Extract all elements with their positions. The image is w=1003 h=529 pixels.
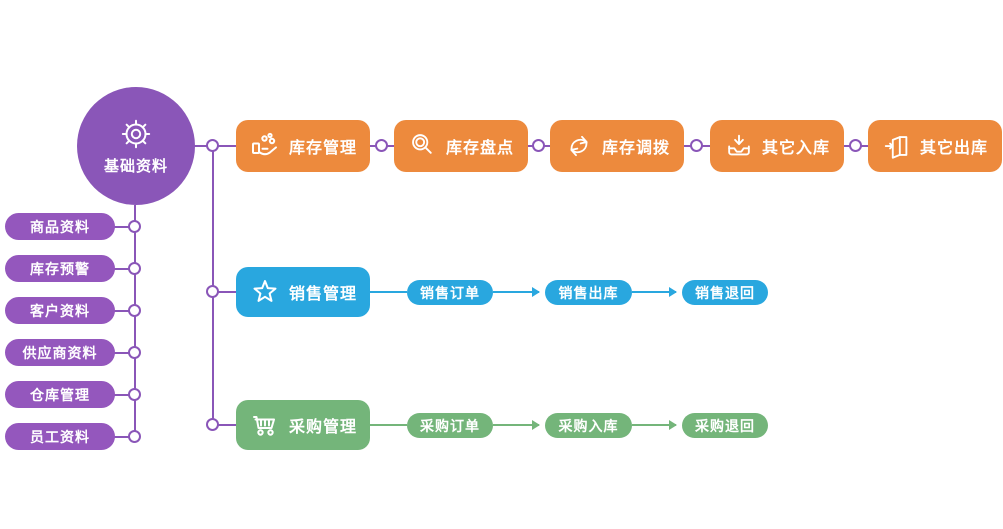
connector-line: [213, 291, 236, 293]
node-sales-outbound: 销售出库: [545, 280, 632, 305]
connector-node: [128, 304, 141, 317]
node-label: 库存调拨: [601, 140, 670, 157]
left-spine-line: [134, 205, 136, 438]
connector-node: [128, 220, 141, 233]
flow-line: [370, 424, 407, 426]
node-stock-count: 库存盘点: [394, 120, 528, 172]
cart-icon: [249, 409, 281, 441]
connector-node: [128, 388, 141, 401]
connector-node: [206, 418, 219, 431]
connector-node: [206, 139, 219, 152]
node-sales-order: 销售订单: [407, 280, 493, 305]
connector-line: [213, 424, 236, 426]
magnifier-icon: [408, 131, 438, 161]
inbox-in-icon: [724, 131, 754, 161]
connector-node: [128, 262, 141, 275]
node-label: 库存管理: [288, 140, 357, 157]
left-item-warehouse-mgmt: 仓库管理: [5, 381, 115, 408]
root-node-basic-data: 基础资料: [77, 87, 195, 205]
flow-arrow: [632, 420, 677, 430]
transfer-arrows-icon: [564, 131, 594, 161]
left-item-employee-data: 员工资料: [5, 423, 115, 450]
connector-line: [112, 268, 134, 270]
connector-node: [375, 139, 388, 152]
node-label: 采购管理: [288, 419, 357, 436]
root-node-label: 基础资料: [103, 158, 168, 175]
left-item-customer-data: 客户资料: [5, 297, 115, 324]
flow-arrow: [632, 287, 677, 297]
node-purchase-order: 采购订单: [407, 413, 493, 438]
connector-node: [206, 285, 219, 298]
node-label: 其它出库: [919, 140, 988, 157]
node-label: 其它入库: [761, 140, 830, 157]
left-item-goods-data: 商品资料: [5, 213, 115, 240]
hand-coins-icon: [249, 130, 281, 162]
left-item-supplier-data: 供应商资料: [5, 339, 115, 366]
node-sales-management: 销售管理: [236, 267, 370, 317]
node-inventory-management: 库存管理: [236, 120, 370, 172]
node-label: 库存盘点: [445, 140, 514, 157]
node-sales-return: 销售退回: [682, 280, 768, 305]
connector-line: [112, 436, 134, 438]
star-icon: [249, 276, 281, 308]
node-purchase-return: 采购退回: [682, 413, 768, 438]
connector-node: [532, 139, 545, 152]
left-item-stock-warning: 库存预警: [5, 255, 115, 282]
node-label: 销售管理: [288, 286, 357, 303]
connector-node: [128, 346, 141, 359]
flow-arrow: [493, 287, 540, 297]
flow-arrow: [493, 420, 540, 430]
outbound-icon: [882, 131, 912, 161]
node-stock-transfer: 库存调拨: [550, 120, 684, 172]
node-purchase-management: 采购管理: [236, 400, 370, 450]
flow-line: [370, 291, 407, 293]
connector-line: [112, 352, 134, 354]
connector-line: [112, 394, 134, 396]
node-purchase-inbound: 采购入库: [545, 413, 632, 438]
connector-line: [112, 226, 134, 228]
connector-node: [128, 430, 141, 443]
node-other-outbound: 其它出库: [868, 120, 1002, 172]
gear-icon: [118, 116, 154, 152]
node-other-inbound: 其它入库: [710, 120, 844, 172]
connector-node: [690, 139, 703, 152]
connector-node: [849, 139, 862, 152]
connector-line: [112, 310, 134, 312]
